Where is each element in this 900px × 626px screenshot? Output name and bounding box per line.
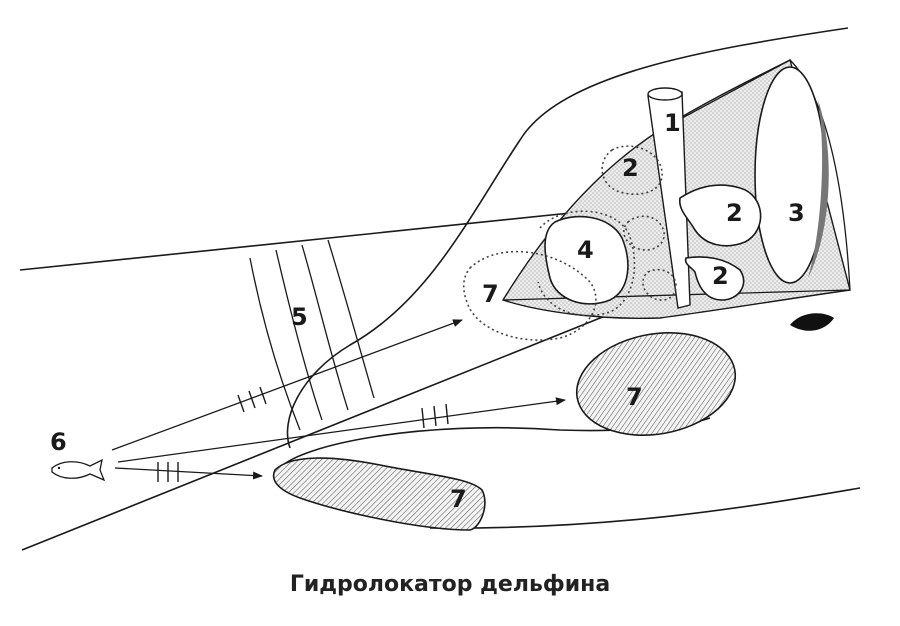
ray-to-receiver	[111, 319, 463, 451]
ray-to-fat-upper	[117, 397, 566, 463]
organ-2-sac-dotted-low	[642, 268, 677, 301]
wave-4	[327, 239, 375, 399]
body-line-lower	[21, 307, 626, 551]
ray-ticks-c	[157, 462, 179, 482]
fish-icon	[51, 458, 106, 482]
ray-ticks-a	[237, 386, 267, 413]
label-2-lower: 2	[712, 262, 729, 290]
label-2-upper-left: 2	[622, 154, 639, 182]
head-outline-bottom	[429, 487, 861, 529]
wave-1	[249, 257, 301, 431]
organ-2-sac-dotted	[601, 145, 663, 195]
label-7-receiver: 7	[482, 280, 499, 308]
organ-2-sac-lower	[684, 256, 745, 301]
body-line-upper	[19, 211, 581, 271]
organ-2-sac-upper	[678, 184, 762, 247]
ray-to-fat-lower	[114, 467, 263, 480]
label-5: 5	[291, 303, 308, 331]
wave-2	[275, 249, 323, 421]
organ-7-fat-lower	[272, 457, 486, 531]
label-6: 6	[50, 428, 67, 456]
label-2-upper-right: 2	[726, 199, 743, 227]
head-outline-top	[286, 27, 849, 449]
label-4: 4	[577, 236, 594, 264]
organ-4-melon-dotted	[537, 210, 636, 317]
organ-2-sac-dotted-mid	[623, 215, 665, 251]
organ-3-shadow	[808, 100, 829, 278]
organ-1-tube-top	[647, 87, 683, 101]
label-3: 3	[788, 199, 805, 227]
label-1: 1	[664, 109, 681, 137]
label-7-fat-lower: 7	[450, 485, 467, 513]
organ-4-melon	[544, 215, 629, 305]
diagram-caption: Гидролокатор дельфина	[289, 572, 611, 597]
eye-icon	[790, 313, 834, 331]
ray-ticks-b	[421, 403, 449, 429]
organ-7-dotted	[462, 250, 597, 341]
wave-3	[301, 244, 349, 411]
organ-7-fat-upper	[575, 332, 737, 436]
label-7-fat-upper: 7	[626, 383, 643, 411]
